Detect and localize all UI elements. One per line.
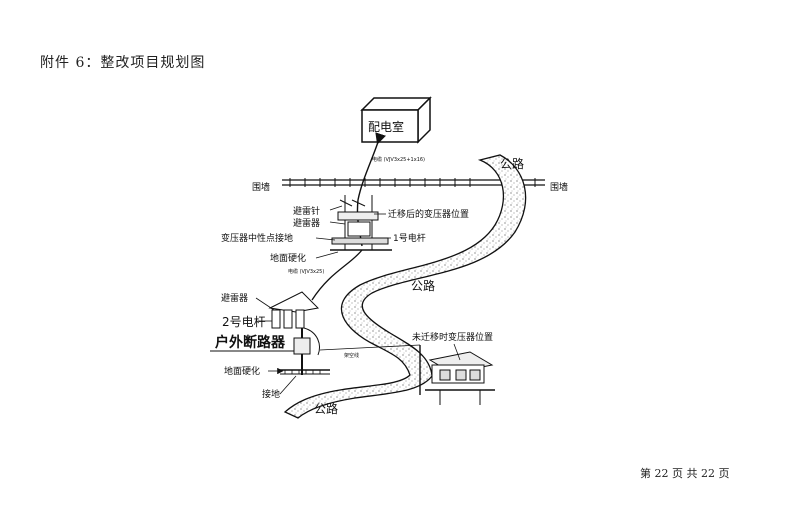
room-label: 配电室 [368,119,404,134]
road [283,154,527,419]
wall-right-label: 围墙 [550,181,568,193]
page-number: 第 22 页 共 22 页 [640,467,730,480]
road-bottom-label: 公路 [314,401,338,416]
cable-mid [311,249,363,301]
old-transformer-station [419,345,495,405]
road-mid-label: 公路 [411,278,435,293]
lightning-rod-label: 避雷针 [293,205,320,217]
cable-mid-label: 电缆 (VJV3x25) [288,268,324,275]
old-transformer-label: 未迁移时变压器位置 [412,331,493,343]
new-transformer-station [330,195,392,251]
road-top-label: 公路 [500,156,524,171]
neutral-ground-label: 变压器中性点接地 [221,232,293,244]
new-transformer-label: 迁移后的变压器位置 [388,208,469,220]
grounding-label: 接地 [262,388,280,400]
wall-left-label: 围墙 [252,181,270,193]
cable-top-label: 电缆 (VJV3x25+1x16) [372,156,425,163]
arrester-top-label: 避雷器 [293,217,320,229]
ground-harden-bottom-label: 地面硬化 [224,365,260,377]
page-title: 附件 6：整改项目规划图 [40,55,206,71]
pole2-label: 2号电杆 [222,315,266,329]
breaker-label: 户外断路器 [215,334,286,351]
pole2-station [268,291,330,375]
distribution-room [360,96,432,144]
overhead-line-label: 架空线 [344,352,359,359]
arrester-left-label: 避雷器 [221,292,248,304]
ground-harden-top-label: 地面硬化 [270,252,306,264]
pole1-label: 1号电杆 [393,232,426,244]
